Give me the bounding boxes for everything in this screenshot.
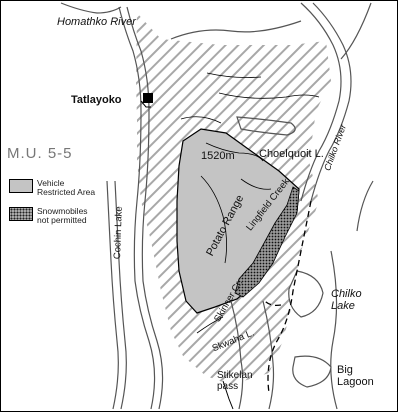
label-homathko-river: Homathko River [57,16,136,28]
label-choelquoit-lake: Choelquoit L. [259,148,324,160]
legend-label: Snowmobiles not permitted [37,206,88,226]
big-lagoon [292,355,332,388]
management-unit-label: M.U. 5-5 [7,145,73,162]
label-cochin-lake: Cochin Lake [112,206,125,260]
label-big-lagoon: Big Lagoon [337,364,374,388]
label-chilko-lake: Chilko Lake [331,288,362,312]
legend-label: Vehicle Restricted Area [37,178,96,198]
legend-swatch-vehicle-restricted [9,179,33,193]
tatlayoko-town-marker [143,93,153,103]
label-tatlayoko: Tatlayoko [71,94,122,106]
waterways [60,2,374,410]
snowmobiles-not-permitted-area [234,186,300,298]
chilko-lake [288,270,324,318]
legend-swatch-snowmobiles [9,207,33,221]
label-elevation: 1520m [201,150,235,162]
label-stikelan-pass: Stikelan pass [217,370,253,392]
trail-dashed [267,200,312,394]
roads [140,100,234,410]
legend-item-snowmobiles: Snowmobiles not permitted [9,206,99,226]
legend-item-vehicle-restricted: Vehicle Restricted Area [9,178,99,198]
terrain-lines [180,72,320,334]
